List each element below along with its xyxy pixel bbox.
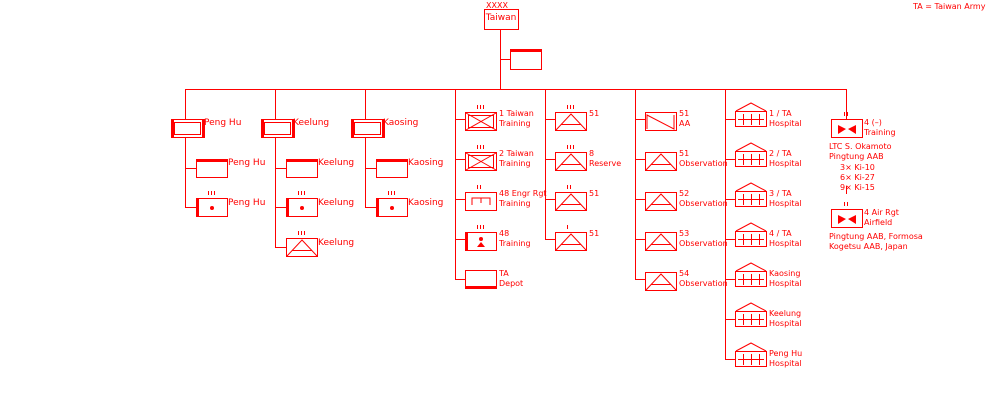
unit-symbol-hosp-kaosing [735, 262, 767, 287]
unit-label-aa-51: 51 AA [679, 109, 691, 128]
unit-symbol-obs-53 [645, 232, 677, 251]
unit-symbol-engr-rgt-48 [465, 185, 497, 211]
unit-label-obs-51: 51 Observation [679, 149, 728, 168]
unit-label-taiwan-training-2: 2 Taiwan Training [499, 149, 534, 168]
unit-symbol-air-rgt-4 [831, 209, 863, 228]
unit-symbol-obs-54 [645, 272, 677, 291]
unit-symbol-keelung-fortress [286, 191, 318, 217]
unit-label-hosp-keelung: Keelung Hospital [769, 309, 802, 328]
unit-symbol-keelung-hq [286, 159, 318, 178]
unit-label-peng-hu-fortress: Peng Hu [228, 198, 266, 208]
unit-label-hosp-1: 1 / TA Hospital [769, 109, 802, 128]
unit-symbol-hosp-keelung [735, 302, 767, 327]
unit-label-keelung-hq: Keelung [318, 158, 355, 168]
note-commander: LTC S. Okamoto Pingtung AAB [829, 142, 892, 161]
unit-symbol-ta-depot [465, 270, 497, 289]
unit-label-keelung-sector: Keelung [293, 118, 330, 128]
unit-symbol-kaosing-sector [351, 119, 385, 138]
unit-label-taiwan-training-1: 1 Taiwan Training [499, 109, 534, 128]
unit-symbol-aa-51 [645, 112, 677, 131]
unit-label-hosp-penghu: Peng Hu Hospital [769, 349, 803, 368]
note-bases: Pingtung AAB, Formosa Kogetsu AAB, Japan [829, 232, 923, 251]
root-name: Taiwan [485, 13, 517, 23]
unit-symbol-taiwan-training-1 [465, 105, 497, 131]
unit-symbol-reserve-8 [555, 145, 587, 171]
unit-label-obs-52: 52 Observation [679, 189, 728, 208]
unit-symbol-taiwan-hq [510, 49, 542, 70]
unit-symbol-hosp-2 [735, 142, 767, 167]
legend-text: TA = Taiwan Army [913, 2, 986, 11]
unit-symbol-peng-hu-sector [171, 119, 205, 138]
unit-label-ta-depot: TA Depot [499, 269, 524, 288]
unit-symbol-kaosing-fortress [376, 191, 408, 217]
unit-symbol-kaosing-hq [376, 159, 408, 178]
unit-symbol-hosp-4 [735, 222, 767, 247]
unit-symbol-training-48 [465, 225, 497, 251]
unit-label-keelung-fortress: Keelung [318, 198, 355, 208]
unit-label-hosp-2: 2 / TA Hospital [769, 149, 802, 168]
unit-symbol-peng-hu-hq [196, 159, 228, 178]
unit-label-reserve-8: 8 Reserve [589, 149, 622, 168]
connector-lines [185, 30, 847, 360]
unit-symbol-obs-52 [645, 192, 677, 211]
unit-symbol-mtn-51-b [555, 185, 587, 211]
unit-label-obs-53: 53 Observation [679, 229, 728, 248]
unit-label-kaosing-fortress: Kaosing [408, 198, 444, 208]
unit-label-hosp-3: 3 / TA Hospital [769, 189, 802, 208]
unit-symbol-taiwan-training-2 [465, 145, 497, 171]
unit-label-kaosing-sector: Kaosing [383, 118, 419, 128]
unit-label-hosp-kaosing: Kaosing Hospital [769, 269, 802, 288]
unit-symbol-mtn-51-a [555, 105, 587, 131]
unit-label-mtn-51-a: 51 [589, 109, 600, 118]
unit-symbol-mtn-51-c [555, 225, 587, 251]
unit-label-engr-rgt-48: 48 Engr Rgt Training [499, 189, 547, 208]
unit-symbol-taiwan [484, 9, 519, 30]
unit-label-hosp-4: 4 / TA Hospital [769, 229, 802, 248]
unit-symbol-obs-51 [645, 152, 677, 171]
unit-label-mtn-51-c: 51 [589, 229, 600, 238]
unit-label-keelung-mtn: Keelung [318, 238, 355, 248]
unit-label-peng-hu-hq: Peng Hu [228, 158, 266, 168]
pip-air-rgt [844, 202, 848, 206]
unit-symbol-hosp-3 [735, 182, 767, 207]
unit-symbol-air-training-4 [831, 119, 863, 138]
unit-symbol-hosp-1 [735, 102, 767, 127]
unit-label-training-48: 48 Training [499, 229, 531, 248]
unit-label-mtn-51-b: 51 [589, 189, 600, 198]
note-aircraft: 3× Ki-10 6× Ki-27 9× Ki-15 [840, 163, 875, 192]
unit-label-air-training-4: 4 (–) Training [864, 118, 896, 137]
unit-symbols [171, 9, 863, 367]
unit-label-peng-hu-sector: Peng Hu [204, 118, 242, 128]
root-echelon-marker: XXXX [486, 1, 508, 10]
unit-symbol-keelung-mtn [286, 231, 318, 257]
unit-symbol-peng-hu-fortress [196, 191, 228, 217]
unit-label-air-rgt-4: 4 Air Rgt Airfield [864, 208, 899, 227]
unit-symbol-keelung-sector [261, 119, 295, 138]
unit-label-kaosing-hq: Kaosing [408, 158, 444, 168]
unit-label-obs-54: 54 Observation [679, 269, 728, 288]
unit-symbol-hosp-penghu [735, 342, 767, 367]
pip-air-training [844, 112, 848, 116]
